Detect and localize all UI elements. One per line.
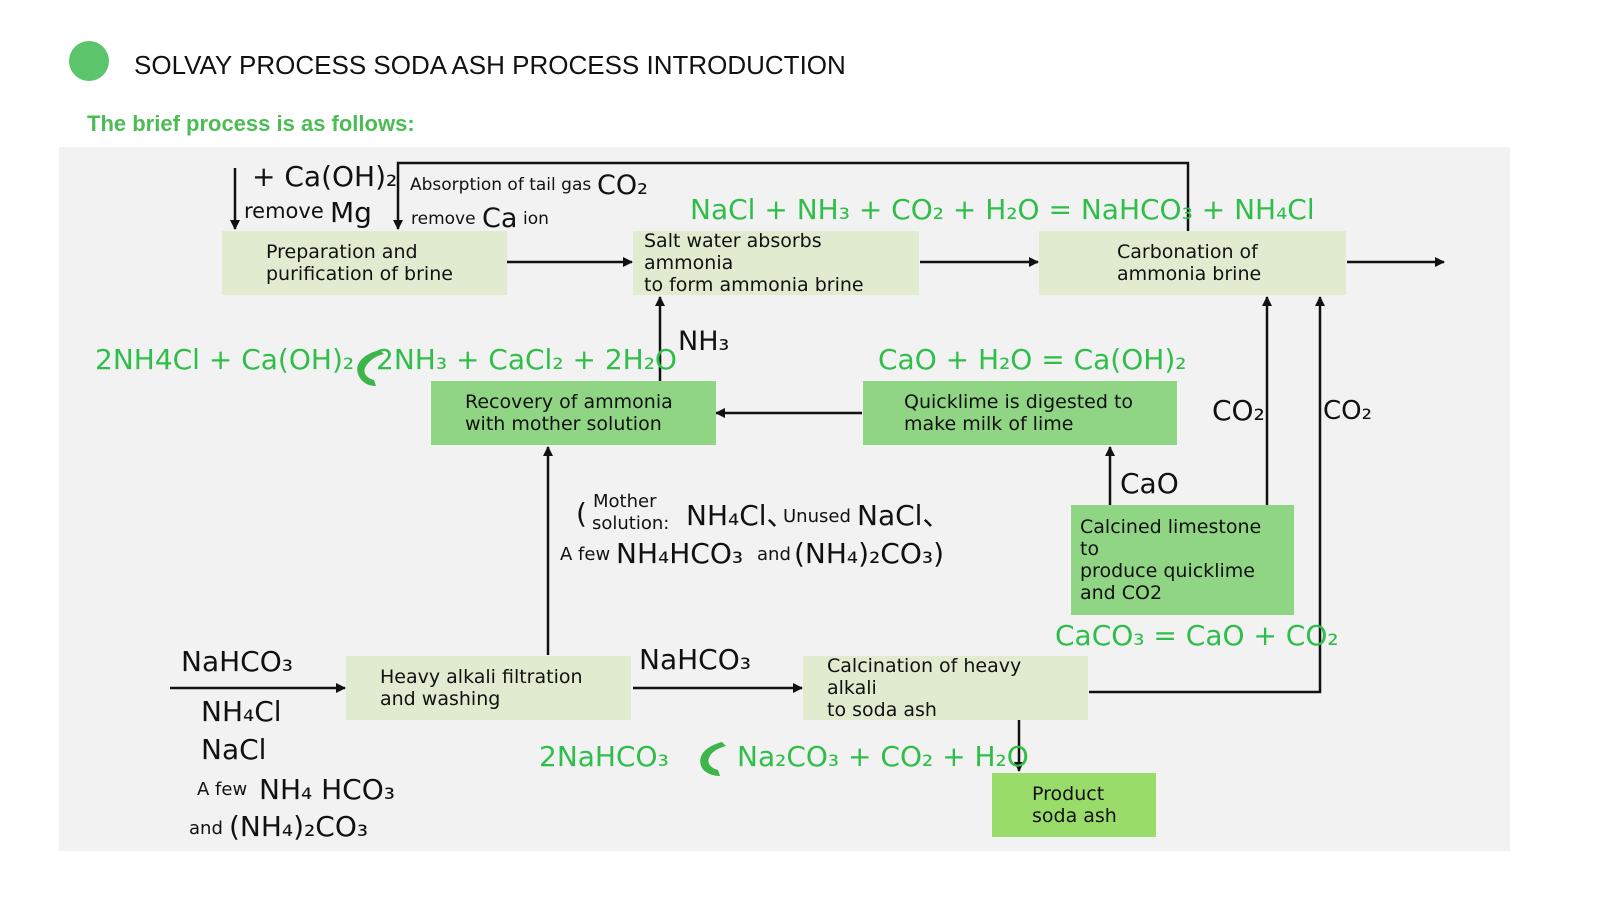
label-mother-solution: solution: bbox=[592, 513, 670, 534]
arrow-co2-up-2 bbox=[1089, 296, 1325, 694]
label-remove: remove bbox=[244, 199, 324, 223]
label-feed-afew: A few bbox=[197, 779, 248, 800]
label-feed-nh4hco3: NH₄ HCO₃ bbox=[259, 773, 395, 806]
box-carbonation: Carbonation of ammonia brine bbox=[1039, 231, 1346, 295]
label-mother-nacl: NaCl、 bbox=[857, 499, 951, 532]
equation-soda-left: 2NaHCO₃ bbox=[539, 740, 669, 773]
label-ion: ion bbox=[523, 209, 549, 229]
box-ammonia-recovery: Recovery of ammonia with mother solution bbox=[431, 381, 716, 445]
label-feed-nacl: NaCl bbox=[201, 733, 267, 766]
curved-arrow-icon bbox=[357, 350, 384, 386]
page-title: SOLVAY PROCESS SODA ASH PROCESS INTRODUC… bbox=[134, 50, 846, 80]
label-mother-and: and bbox=[757, 544, 791, 565]
label-mother-open-paren: ( bbox=[576, 497, 587, 530]
arrow-tail-gas-loop bbox=[393, 161, 1190, 262]
label-absorption-tail-gas: Absorption of tail gas bbox=[410, 175, 592, 195]
label-cao: CaO bbox=[1120, 467, 1179, 500]
equation-limestone: CaCO₃ = CaO + CO₂ bbox=[1055, 619, 1339, 652]
label-mother-afew: A few bbox=[560, 544, 611, 565]
equation-lime-slaking: CaO + H₂O = Ca(OH)₂ bbox=[878, 343, 1187, 376]
label-ca: Ca bbox=[482, 203, 518, 234]
equation-carbonation: NaCl + NH₃ + CO₂ + H₂O = NaHCO₃ + NH₄Cl bbox=[690, 193, 1315, 226]
box-brine-preparation: Preparation and purification of brine bbox=[222, 231, 507, 295]
label-feed-and: and bbox=[189, 818, 223, 839]
equation-soda-right: Na₂CO₃ + CO₂ + H₂O bbox=[737, 740, 1029, 773]
label-mother-nh4cl: NH₄Cl、 bbox=[686, 499, 795, 532]
label-mother-unused: Unused bbox=[783, 506, 851, 527]
box-quicklime-digestion: Quicklime is digested to make milk of li… bbox=[863, 381, 1177, 445]
title-bullet-dot bbox=[69, 41, 109, 81]
label-mother-word: Mother bbox=[593, 491, 657, 512]
label-mother-nh4hco3: NH₄HCO₃ bbox=[616, 537, 744, 570]
box-salt-water-ammonia: Salt water absorbs ammonia to form ammon… bbox=[633, 230, 919, 296]
page-subtitle: The brief process is as follows: bbox=[87, 111, 415, 136]
curved-arrow-icon bbox=[700, 742, 726, 776]
label-feed-nh4cl: NH₄Cl bbox=[201, 695, 282, 728]
box-heavy-alkali-filtration: Heavy alkali filtration and washing bbox=[346, 656, 631, 720]
label-mid-nahco3: NaHCO₃ bbox=[639, 643, 751, 676]
label-feed-nahco3: NaHCO₃ bbox=[181, 645, 293, 678]
box-heavy-alkali-calcination: Calcination of heavy alkali to soda ash bbox=[803, 655, 1088, 721]
label-nh3: NH₃ bbox=[678, 326, 730, 357]
label-add-caoh2: + Ca(OH)₂ bbox=[252, 160, 398, 193]
equation-recovery-right: 2NH₃ + CaCl₂ + 2H₂O bbox=[376, 343, 677, 376]
box-limestone-calcination: Calcined limestone to produce quicklime … bbox=[1071, 505, 1294, 615]
label-feed-nh42co3: (NH₄)₂CO₃ bbox=[229, 810, 369, 843]
label-co2-limestone: CO₂ bbox=[1212, 394, 1265, 427]
equation-recovery-left: 2NH4Cl + Ca(OH)₂ bbox=[95, 343, 355, 376]
label-co2-tail: CO₂ bbox=[597, 170, 648, 201]
box-product-soda-ash: Product soda ash bbox=[992, 773, 1156, 837]
label-remove-ca: remove bbox=[411, 209, 476, 229]
label-mother-nh42co3: (NH₄)₂CO₃) bbox=[794, 537, 945, 570]
label-mg: Mg bbox=[330, 196, 372, 229]
label-co2-calcination: CO₂ bbox=[1323, 396, 1373, 426]
